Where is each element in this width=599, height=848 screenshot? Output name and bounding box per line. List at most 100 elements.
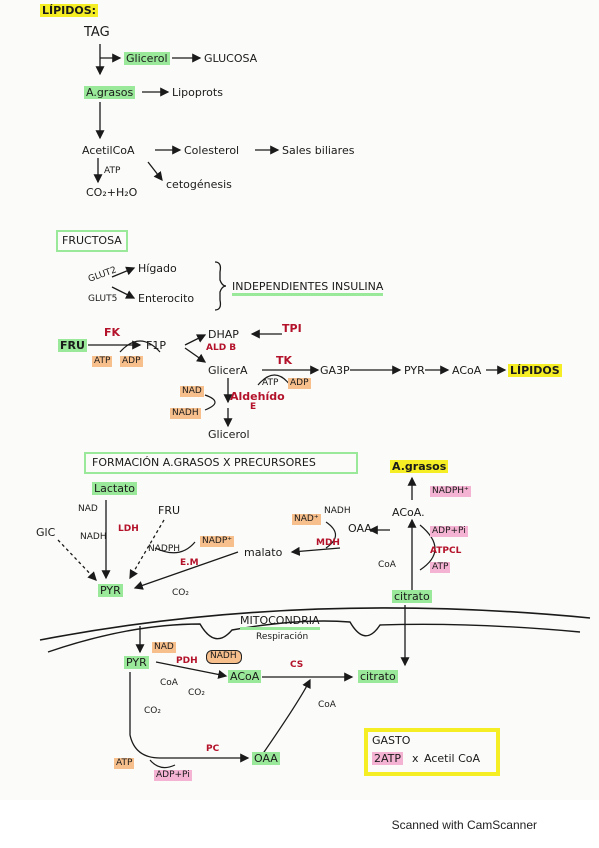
nad-arc (204, 394, 216, 411)
label-cetogenesis: cetogénesis (166, 178, 232, 191)
label-glicera: GlicerA (208, 364, 248, 377)
label-nadph-plus: NADPH⁺ (430, 486, 471, 497)
label-adppi-form: ADP+Pi (430, 526, 468, 537)
label-co2h2o: CO₂+H₂O (86, 186, 138, 199)
label-co2-pc: CO₂ (144, 706, 161, 716)
label-lactato: Lactato (92, 482, 138, 495)
label-nadh-pdh: NADH (210, 651, 237, 661)
label-colesterol: Colesterol (184, 144, 240, 157)
label-oaa-form: OAA (348, 522, 372, 535)
label-nadh-fru: NADH (170, 408, 201, 419)
arrow-to-dhap (184, 334, 207, 346)
label-atp-fk: ATP (92, 356, 113, 367)
label-lipoprots: Lipoprots (172, 86, 223, 99)
label-ga3p: GA3P (320, 364, 350, 377)
label-aldb: ALD B (206, 343, 237, 353)
label-sales: Sales biliares (282, 144, 355, 157)
arrow-to-glicera (184, 347, 207, 363)
label-adppi-pc: ADP+Pi (154, 770, 192, 781)
label-atp-atpcl: ATP (430, 562, 451, 573)
arrow-malato-pyr (133, 551, 239, 590)
label-co2-em: CO₂ (172, 588, 189, 598)
label-agrasos: A.grasos (84, 86, 136, 99)
label-higado: Hígado (138, 262, 177, 275)
label-glicerol-fru: Glicerol (208, 428, 250, 441)
arrow-to-cetogenesis (147, 161, 163, 182)
label-ldh: LDH (118, 524, 139, 534)
label-em: E.M (180, 558, 199, 568)
arrow-oaa-cs (261, 678, 311, 756)
label-glicerol: Glicerol (124, 52, 170, 65)
label-pyr-fru: PYR (404, 364, 425, 377)
scanner-footer-text: Scanned with CamScanner (391, 818, 537, 832)
label-oaa-mito: OAA (252, 752, 280, 765)
label-aldehido: Aldehído (230, 390, 285, 403)
label-glut5: GLUT5 (88, 294, 118, 304)
label-lipidos-fru: LÍPIDOS (508, 364, 562, 377)
arrow-oaa-malato (290, 546, 341, 556)
label-nadh-ldh: NADH (80, 532, 107, 542)
label-coa-pdh: CoA (160, 678, 178, 688)
tk-arc (257, 374, 291, 386)
label-cs: CS (290, 660, 304, 670)
label-nadh-mdh: NADH (324, 506, 351, 516)
label-pyr-form: PYR (98, 584, 123, 597)
label-respiracion: Respiración (256, 632, 309, 642)
label-nad-fru: NAD (180, 386, 204, 397)
label-e: E (250, 402, 257, 412)
label-nadph: NADPH (148, 544, 181, 554)
label-adp-tk: ADP (288, 378, 311, 389)
label-nadplus: NAD⁺ (292, 514, 321, 525)
formacion-box (84, 452, 358, 474)
label-dhap: DHAP (208, 328, 239, 341)
label-citrato-mito: citrato (358, 670, 398, 683)
atpcl-arc (419, 524, 436, 571)
label-glucosa: GLUCOSA (204, 52, 258, 65)
label-acoa-form: ACoA. (392, 506, 425, 519)
inner-membrane (47, 620, 581, 653)
em-arc (154, 541, 196, 554)
label-tk: TK (276, 354, 293, 367)
label-nad-ldh: NAD (78, 504, 98, 514)
fructosa-box (56, 230, 128, 252)
arrow-glc-pyr (57, 539, 97, 581)
label-tpi: TPI (282, 322, 302, 335)
label-pc: PC (206, 744, 220, 754)
brace (214, 261, 227, 311)
label-enterocito: Enterocito (138, 292, 195, 305)
mdh-arc (325, 521, 337, 549)
label-coa-form: CoA (378, 560, 396, 570)
label-gasto-acetil: Acetil CoA (424, 752, 481, 765)
label-malato: malato (244, 546, 283, 559)
label-fru: FRU (58, 339, 87, 352)
outer-membrane (39, 607, 591, 641)
arrow-pyr-oaa (129, 672, 250, 763)
pc-arc (149, 759, 176, 769)
label-glc: GlC (36, 526, 56, 539)
label-nadp: NADP⁺ (200, 536, 234, 547)
label-gasto-title: GASTO (372, 734, 411, 747)
gasto-box (364, 728, 500, 776)
arrow-to-higado (111, 266, 136, 278)
fk-arc (119, 340, 161, 353)
label-atp-tk: ATP (262, 378, 279, 388)
label-gasto-x: x (412, 752, 419, 765)
label-pyr-mito: PYR (124, 656, 149, 669)
label-atpcl: ATPCL (430, 546, 462, 556)
label-nad-pdh: NAD (152, 642, 176, 653)
arrow-fru-pyr (129, 519, 165, 580)
label-acetilcoa: AcetilCoA (82, 144, 135, 157)
scanner-footer: Scanned with CamScanner (0, 818, 599, 832)
arrow-pyr-acoa-mito (155, 661, 228, 679)
arrow-to-enterocito (111, 286, 136, 299)
label-mdh: MDH (316, 538, 340, 548)
label-acoa-mito: ACoA (228, 670, 262, 683)
label-atp-pc: ATP (114, 758, 135, 769)
label-adp-fk: ADP (120, 356, 143, 367)
label-independientes: INDEPENDIENTES INSULINA (232, 280, 384, 296)
label-agrasos-form: A.grasos (390, 460, 449, 473)
label-coa-cs: CoA (318, 700, 336, 710)
title-formacion: FORMACIÓN A.GRASOS X PRECURSORES (92, 456, 316, 469)
label-pdh: PDH (176, 656, 198, 666)
